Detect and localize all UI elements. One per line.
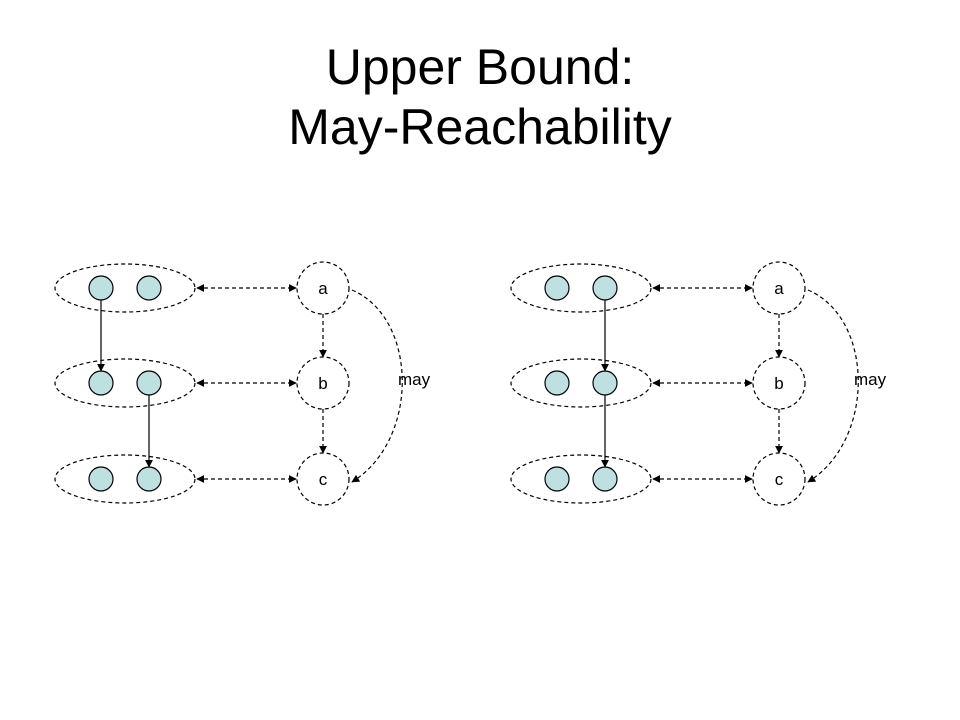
group-ellipse-top [510,263,652,313]
dot [592,466,618,492]
dot [592,275,618,301]
may-edge-a-to-c [351,289,403,483]
group-ellipse-middle [54,358,196,408]
node-b-label: b [774,374,783,393]
node-a-label: a [318,279,328,298]
dot [544,370,570,396]
group-ellipse-top [54,263,196,313]
dot [136,466,162,492]
node-a-circle [752,261,806,315]
may-edge-a-to-c [807,289,859,483]
diagram-left: a b c may [54,261,431,506]
may-label: may [398,370,431,389]
may-label: may [854,370,887,389]
dot [544,466,570,492]
node-b-label: b [318,374,327,393]
dot [88,275,114,301]
diagram-right: a b c may [510,261,887,506]
dot [136,370,162,396]
dot [88,370,114,396]
slide-title-line-2: May-Reachability [288,99,672,155]
node-c-label: c [775,470,784,489]
dot [88,466,114,492]
dot [592,370,618,396]
node-a-label: a [774,279,784,298]
dot [136,275,162,301]
group-ellipse-middle [510,358,652,408]
node-a-circle [296,261,350,315]
slide-title-line-1: Upper Bound: [325,39,635,95]
dot [544,275,570,301]
group-ellipse-bottom [54,454,196,504]
group-ellipse-bottom [510,454,652,504]
node-c-label: c [319,470,328,489]
